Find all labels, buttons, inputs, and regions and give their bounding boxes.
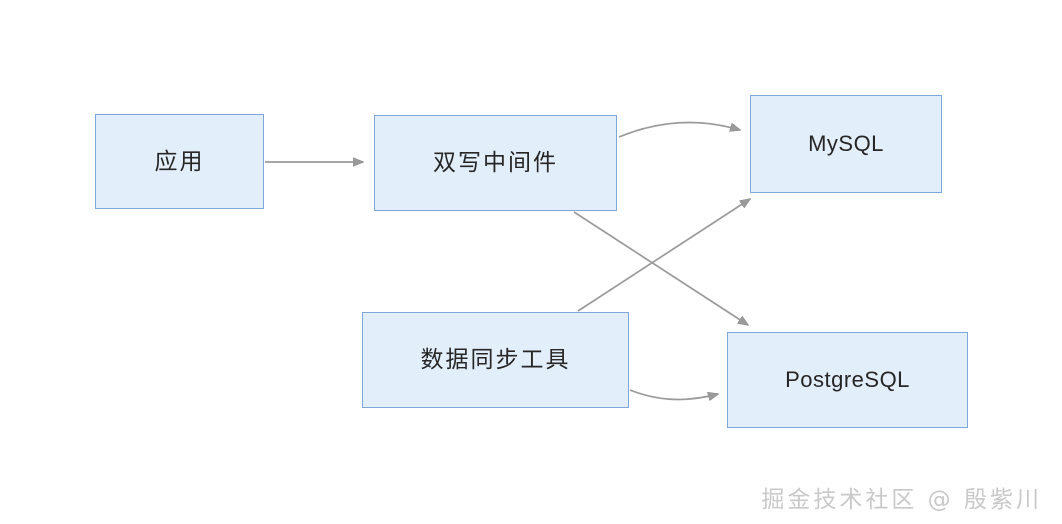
node-synctool[interactable]: 数据同步工具 — [362, 312, 629, 408]
node-postgres[interactable]: PostgreSQL — [727, 332, 968, 428]
edge-synctool-to-mysql — [577, 199, 750, 312]
node-app-label: 应用 — [154, 147, 205, 174]
edge-middleware-to-mysql — [618, 121, 740, 138]
node-mysql-label: MySQL — [808, 130, 884, 156]
edge-synctool-to-postgres — [629, 389, 718, 400]
watermark-text: 掘金技术社区 @ 殷紫川 — [761, 487, 1042, 513]
node-middleware-label: 双写中间件 — [433, 149, 558, 176]
node-synctool-label: 数据同步工具 — [420, 346, 571, 373]
node-mysql[interactable]: MySQL — [750, 95, 942, 193]
node-postgres-label: PostgreSQL — [785, 366, 910, 392]
edge-middleware-to-postgres — [573, 211, 748, 325]
node-app[interactable]: 应用 — [95, 114, 264, 209]
node-middleware[interactable]: 双写中间件 — [374, 115, 617, 211]
